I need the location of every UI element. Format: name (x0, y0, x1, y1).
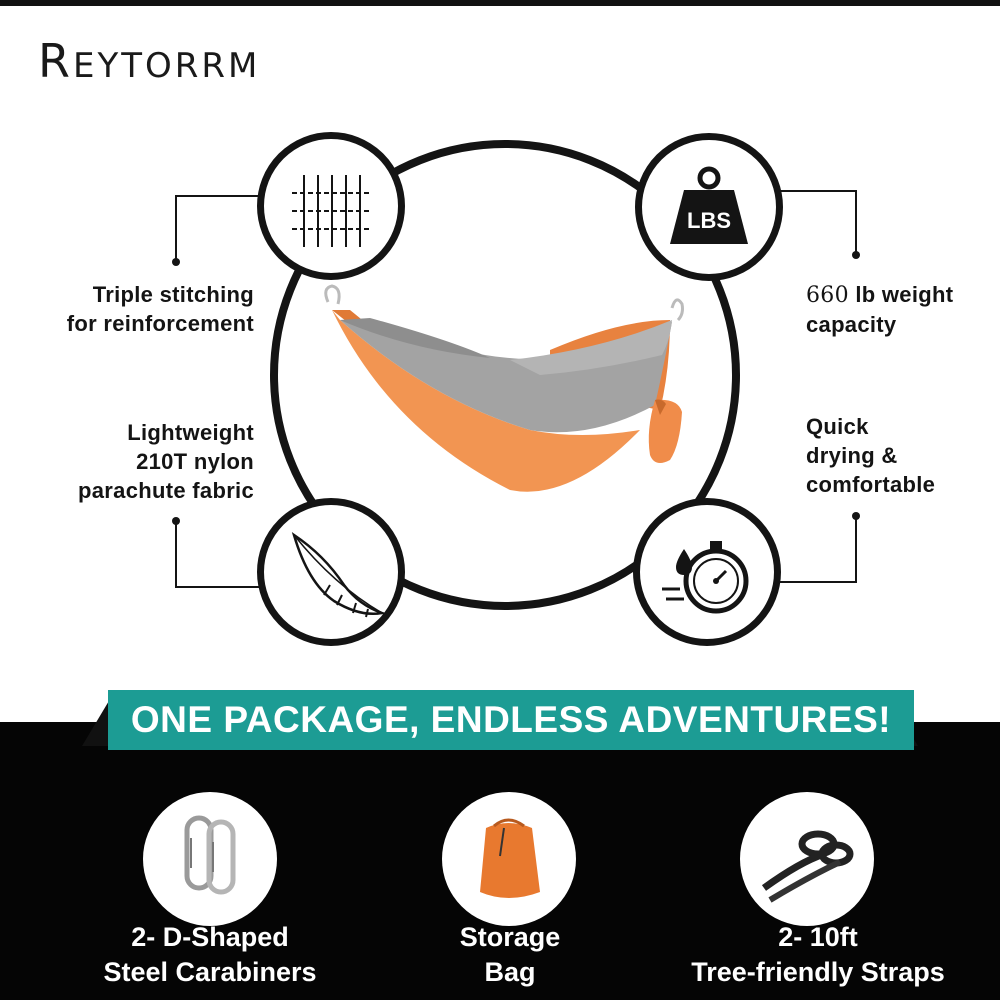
accessory-straps-label: 2- 10ft Tree-friendly Straps (691, 922, 945, 987)
carabiner-icon (143, 792, 277, 926)
stitching-grid-icon (257, 132, 405, 280)
weight-icon-label: LBS (687, 208, 731, 233)
leader-line-stitching (172, 195, 260, 266)
stopwatch-drop-icon (633, 498, 781, 646)
straps-icon (740, 792, 874, 926)
feature-drying-text: Quick drying & comfortable (806, 414, 936, 497)
hammock-image (324, 284, 684, 492)
feature-fabric-text: Lightweight 210T nylon parachute fabric (78, 420, 254, 503)
weight-lbs-icon: LBS (635, 133, 783, 281)
leader-line-weight (780, 190, 860, 259)
storage-bag-icon (442, 792, 576, 926)
top-border (0, 0, 1000, 6)
package-banner: ONE PACKAGE, ENDLESS ADVENTURES! (108, 690, 914, 750)
leader-line-fabric (172, 517, 260, 588)
accessory-bag-label: Storage Bag (459, 922, 561, 987)
feature-stitching-text: Triple stitching for reinforcement (66, 282, 254, 336)
accessory-carabiners-label: 2- D-Shaped Steel Carabiners (103, 922, 317, 987)
brand-logo: REYTORRM (38, 34, 261, 88)
feature-weight-text: 660 lb weight capacity (806, 282, 954, 337)
leader-line-drying (780, 512, 860, 583)
feather-icon (257, 498, 405, 646)
